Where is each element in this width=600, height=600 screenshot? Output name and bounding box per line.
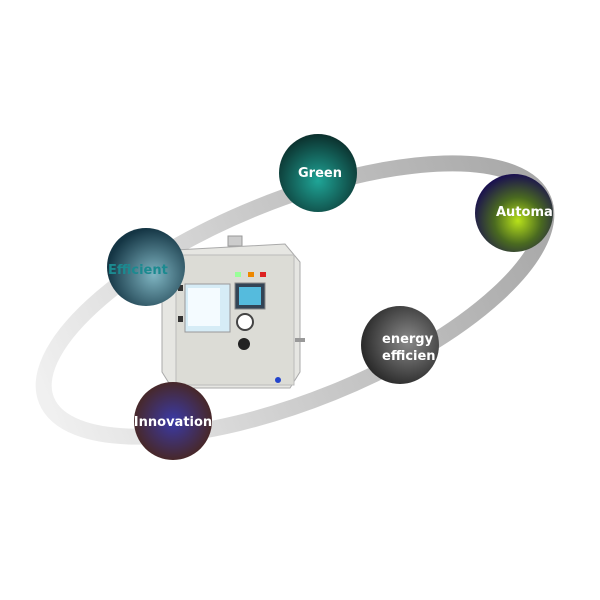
energy-efficiency-sphere xyxy=(361,306,439,384)
efficient-sphere xyxy=(107,228,185,306)
efficient-label: Efficient xyxy=(108,263,168,278)
automation-label: Automa xyxy=(496,205,553,220)
green-label: Green xyxy=(298,166,342,181)
energy-label-line1: energy xyxy=(382,332,434,347)
green-sphere xyxy=(279,134,357,212)
innovation-sphere xyxy=(134,382,212,460)
innovation-label: Innovation xyxy=(134,415,212,430)
energy-label-line2: efficien xyxy=(382,349,436,364)
machine-image xyxy=(161,235,305,389)
automation-sphere xyxy=(475,174,553,252)
